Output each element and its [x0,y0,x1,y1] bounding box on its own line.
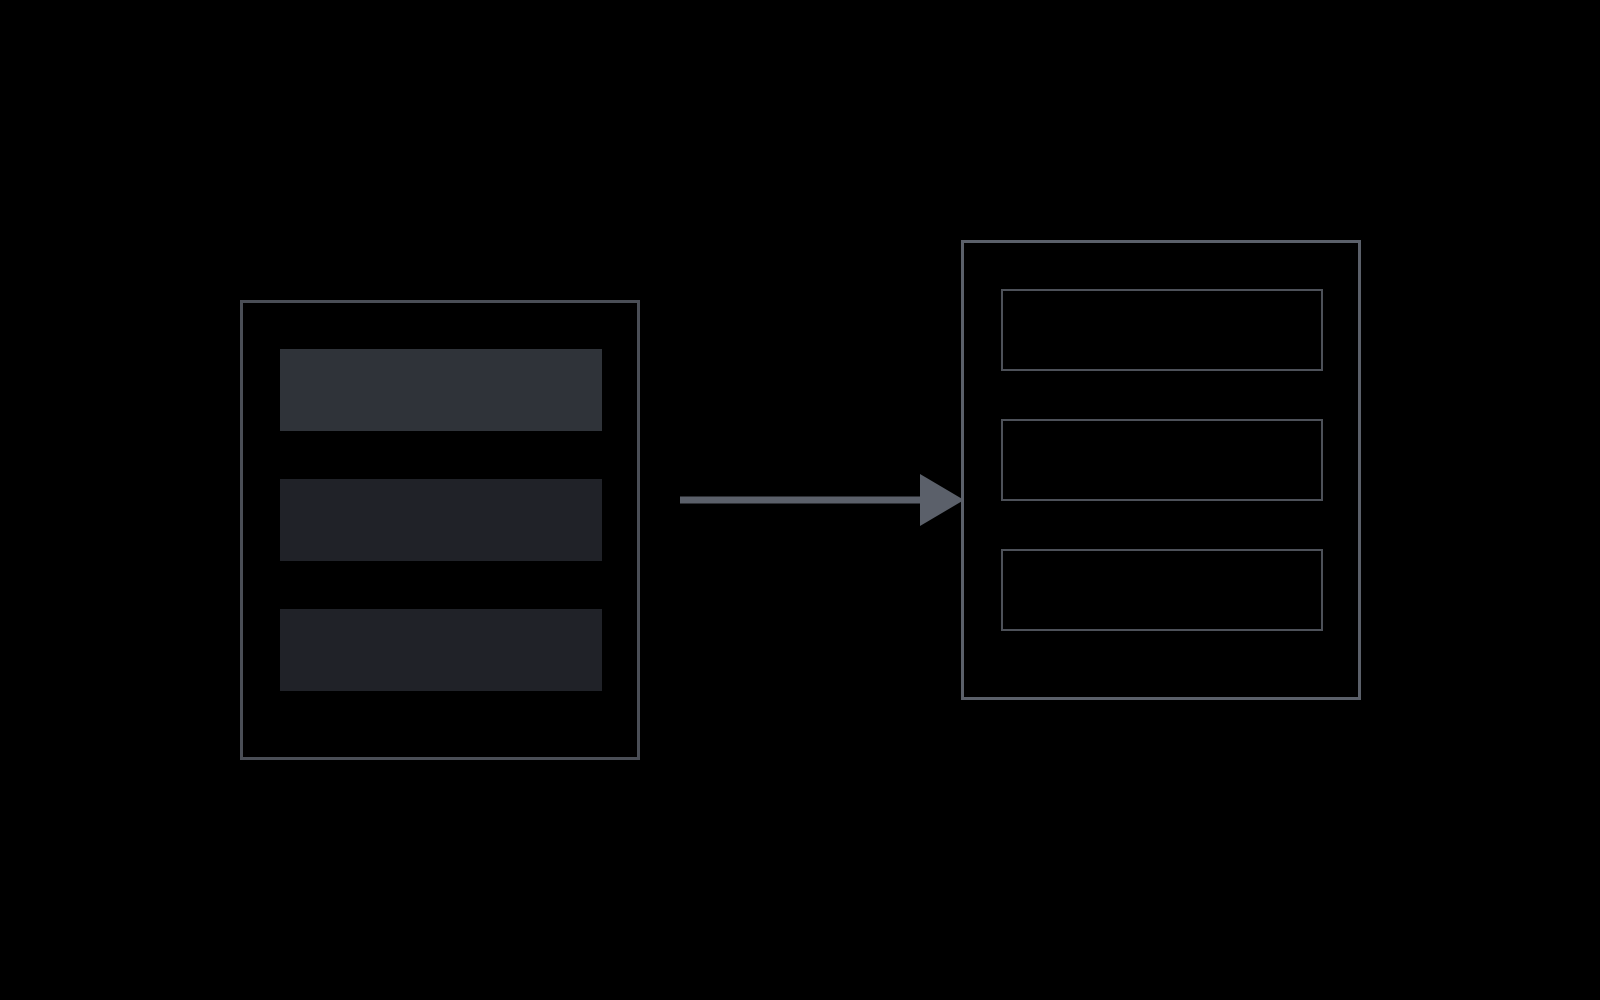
target-row-2 [1001,419,1323,501]
source-row-2 [280,479,602,561]
target-panel [961,240,1361,700]
target-row-3 [1001,549,1323,631]
target-row-1 [1001,289,1323,371]
source-panel [240,300,640,760]
source-row-3 [280,609,602,691]
transfer-arrow [680,474,964,526]
source-row-1 [280,349,602,431]
arrow-head-icon [920,474,964,526]
